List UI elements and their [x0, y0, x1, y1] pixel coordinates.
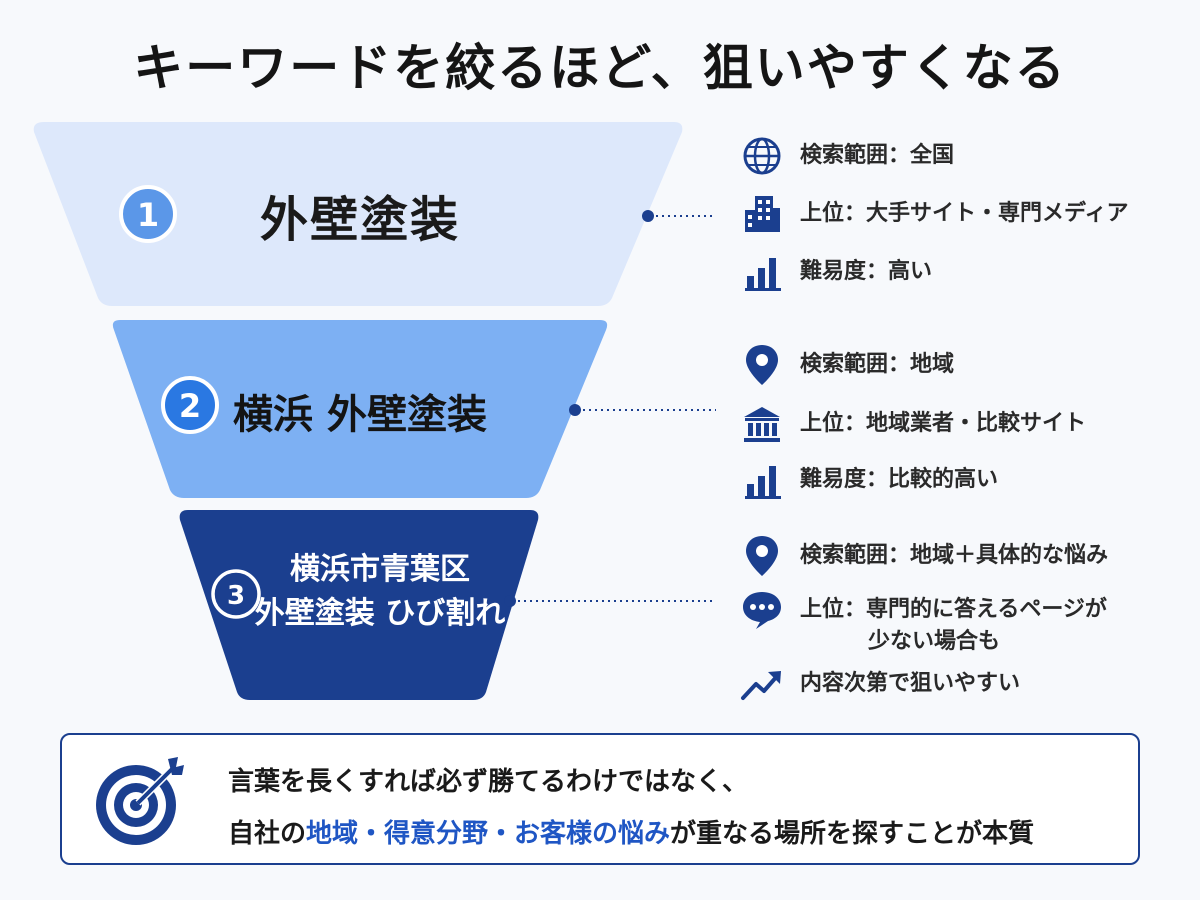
tier-3-detail-outlook: 内容次第で狙いやすい — [738, 664, 1020, 704]
tier-1-connector — [642, 210, 716, 222]
tier-3-keyword-line1: 横浜市青葉区 — [290, 552, 470, 587]
trend-up-icon — [738, 664, 786, 704]
conclusion-highlight: 地域・得意分野・お客様の悩み — [306, 819, 671, 849]
tier-3-detail-top: 上位：専門的に答えるページが 少ない場合も — [738, 590, 1107, 658]
conclusion-box: 言葉を長くすれば必ず勝てるわけではなく、 自社の地域・得意分野・お客様の悩みが重… — [60, 733, 1140, 865]
tier-3-detail-top-line2: 少ない場合も — [868, 629, 1001, 654]
bar-chart-icon — [738, 252, 786, 292]
tier-1-detail-difficulty: 難易度：高い — [738, 252, 932, 292]
svg-text:2: 2 — [179, 387, 201, 425]
bank-icon — [738, 404, 786, 444]
target-icon — [92, 753, 192, 853]
tier-3-connector — [504, 595, 716, 607]
tier-2-detail-difficulty: 難易度：比較的高い — [738, 460, 998, 500]
bar-chart-icon — [738, 460, 786, 500]
tier-3-detail-range: 検索範囲：地域＋具体的な悩み — [738, 536, 1108, 576]
svg-text:3: 3 — [227, 581, 245, 611]
conclusion-line-2: 自社の地域・得意分野・お客様の悩みが重なる場所を探すことが本質 — [228, 813, 1034, 850]
tier-3-keyword: 横浜市青葉区 外壁塗装 ひび割れ — [250, 548, 510, 636]
funnel-tier-2 — [112, 320, 608, 498]
tier-3-keyword-line2: 外壁塗装 ひび割れ — [254, 596, 506, 631]
tier-1-keyword: 外壁塗装 — [259, 192, 460, 248]
tier-2-detail-top: 上位：地域業者・比較サイト — [738, 404, 1086, 444]
conclusion-line-2-prefix: 自社の — [228, 819, 307, 849]
funnel-tier-3 — [179, 510, 539, 700]
globe-icon — [738, 136, 786, 176]
building-icon — [738, 194, 786, 234]
map-pin-icon — [738, 345, 786, 385]
tier-2-badge: 2 — [161, 376, 219, 434]
tier-3-detail-top-line1: 上位：専門的に答えるページが — [800, 597, 1107, 622]
tier-1-detail-range: 検索範囲：全国 — [738, 136, 954, 176]
tier-1-detail-top: 上位：大手サイト・専門メディア — [738, 194, 1128, 234]
page-title: キーワードを絞るほど、狙いやすくなる — [133, 39, 1067, 97]
tier-2-connector — [569, 404, 716, 416]
tier-1-badge: 1 — [119, 185, 177, 243]
tier-2-detail-range: 検索範囲：地域 — [738, 345, 954, 385]
tier-3-badge: 3 — [211, 569, 261, 619]
chat-bubble-icon — [738, 590, 786, 630]
conclusion-line-2-suffix: が重なる場所を探すことが本質 — [670, 819, 1035, 849]
svg-text:1: 1 — [137, 196, 159, 234]
conclusion-line-1: 言葉を長くすれば必ず勝てるわけではなく、 — [228, 767, 749, 797]
funnel-tier-1 — [33, 122, 683, 306]
tier-2-keyword: 横浜 外壁塗装 — [233, 392, 487, 438]
map-pin-icon — [738, 536, 786, 576]
